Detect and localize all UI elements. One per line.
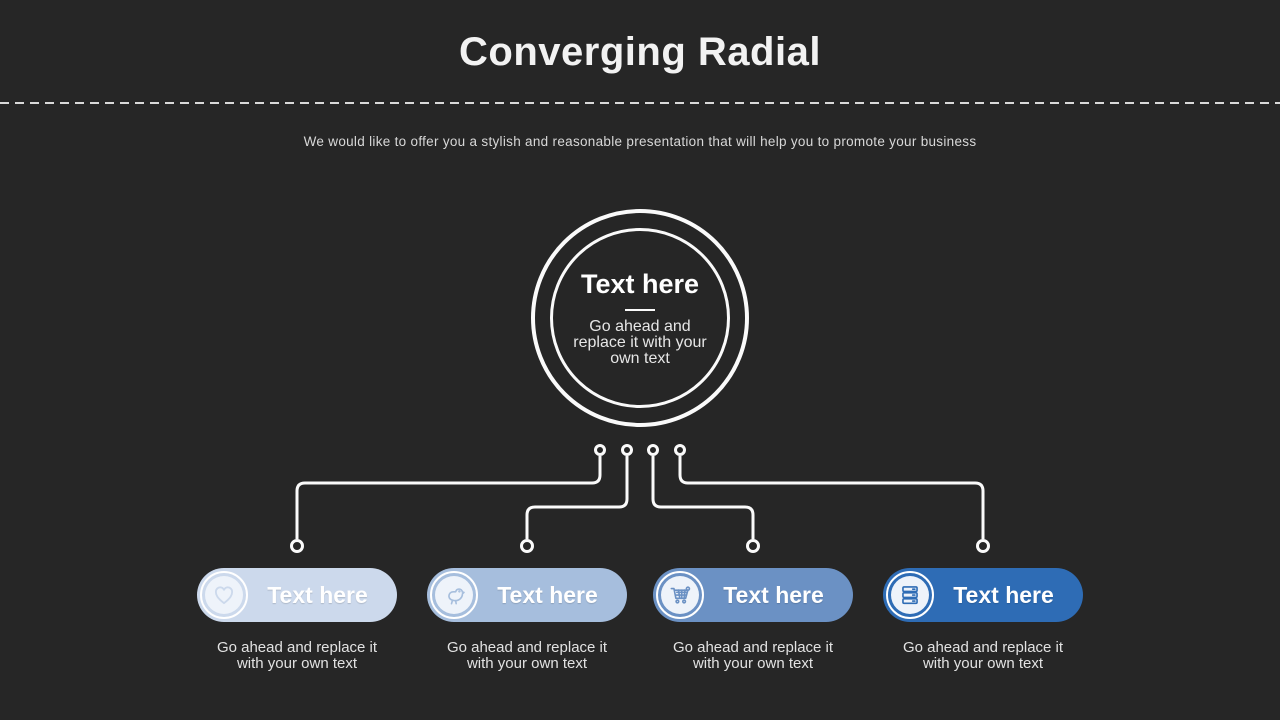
radial-item: Text here Go ahead and replace it with y… [427, 568, 627, 672]
bird-icon [430, 571, 478, 619]
connector-dot [674, 444, 686, 456]
central-node[interactable]: Text here Go ahead and replace it with y… [550, 228, 730, 408]
heart-icon [200, 571, 248, 619]
central-node-title: Text here [580, 269, 700, 299]
item-caption: Go ahead and replace it with your own te… [216, 639, 378, 672]
connector-dot [746, 539, 760, 553]
server-icon [886, 571, 934, 619]
radial-item: Text here Go ahead and replace it with y… [653, 568, 853, 672]
cart-icon [656, 571, 704, 619]
central-node-divider [625, 309, 655, 311]
item-pill[interactable]: Text here [883, 568, 1083, 622]
item-pill[interactable]: Text here [427, 568, 627, 622]
connector-dot [976, 539, 990, 553]
item-label: Text here [267, 581, 368, 608]
connector-dot [520, 539, 534, 553]
item-label: Text here [953, 581, 1054, 608]
item-label: Text here [723, 581, 824, 608]
item-caption: Go ahead and replace it with your own te… [446, 639, 608, 672]
item-pill[interactable]: Text here [653, 568, 853, 622]
dashed-divider [0, 102, 1280, 104]
connector-dot [621, 444, 633, 456]
page-title: Converging Radial [459, 30, 821, 74]
item-caption: Go ahead and replace it with your own te… [902, 639, 1064, 672]
radial-item: Text here Go ahead and replace it with y… [197, 568, 397, 672]
central-node-outer-ring [531, 209, 749, 427]
central-node-description: Go ahead and replace it with your own te… [573, 318, 707, 367]
connector-dot [594, 444, 606, 456]
connector-dot [290, 539, 304, 553]
item-label: Text here [497, 581, 598, 608]
connector-dot [647, 444, 659, 456]
item-caption: Go ahead and replace it with your own te… [672, 639, 834, 672]
subtitle: We would like to offer you a stylish and… [303, 134, 977, 149]
item-pill[interactable]: Text here [197, 568, 397, 622]
radial-item: Text here Go ahead and replace it with y… [883, 568, 1083, 672]
